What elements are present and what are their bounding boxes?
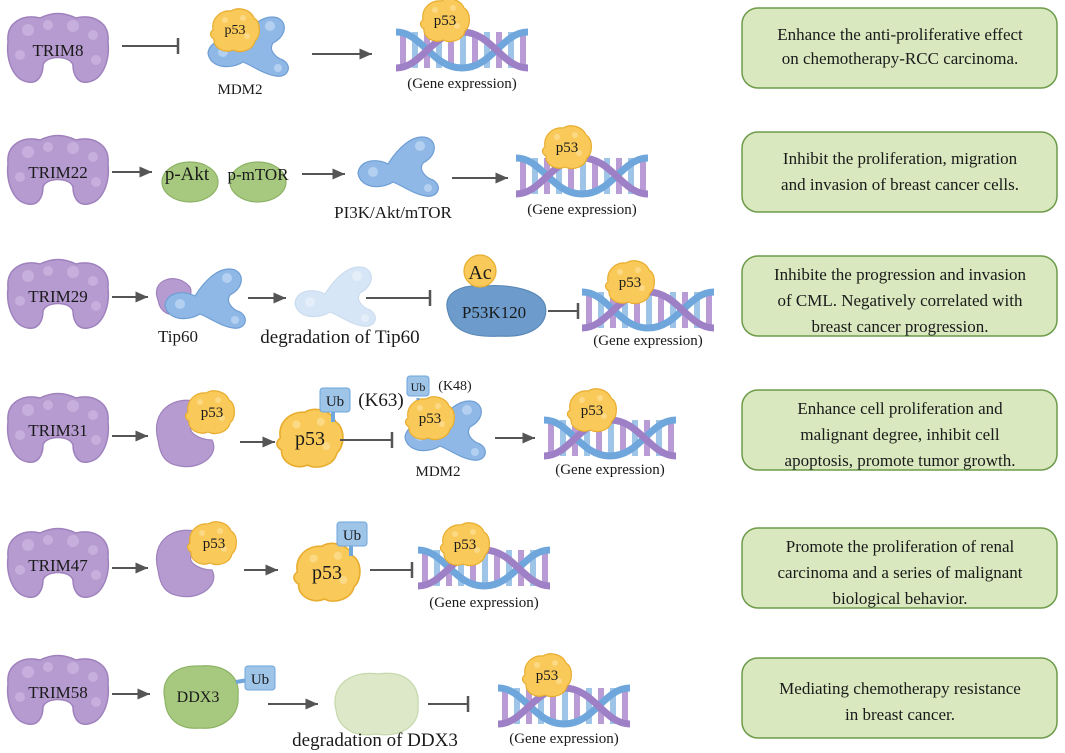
p53-label: p53	[581, 403, 604, 419]
row-trim8: TRIM8 p53 MDM2 p53 (Gene expression) Enh…	[6, 0, 1058, 98]
gene-expression-label: (Gene expression)	[509, 731, 619, 747]
degraded-tip60-icon	[294, 266, 376, 327]
tip60-icon	[164, 268, 246, 329]
gene-expression-label: (Gene expression)	[407, 76, 517, 92]
p-akt-icon	[161, 161, 219, 203]
p-mtor-label: p-mTOR	[227, 165, 289, 184]
k63-label: (K63)	[358, 390, 403, 411]
degradation-label: degradation of Tip60	[260, 327, 419, 348]
effect-line: Enhance the anti-proliferative effect	[777, 25, 1023, 44]
p53-label: p53	[454, 537, 477, 553]
gene-expression-label: (Gene expression)	[593, 333, 703, 349]
p53-label: p53	[203, 536, 226, 552]
degradation-label: degradation of DDX3	[292, 730, 458, 751]
ddx3-label: DDX3	[177, 689, 220, 706]
trim-label: TRIM47	[28, 556, 88, 575]
ddx3-icon	[163, 665, 239, 729]
row-trim29: TRIM29 Tip60 degradation of Tip60 P53K12…	[6, 254, 1058, 349]
p53k120-icon	[446, 285, 547, 337]
row-trim47: TRIM47 p53 p53 Ub p53 (Gene expression) …	[6, 521, 1058, 611]
p53-label: p53	[419, 411, 442, 427]
p53-label: p53	[556, 140, 579, 156]
p53-label: p53	[619, 275, 642, 291]
trim-label: TRIM8	[33, 41, 84, 60]
ubiquitin-icon	[319, 387, 351, 413]
effect-line: Inhibite the progression and invasion	[774, 265, 1027, 284]
p53-label: p53	[225, 23, 246, 38]
ubiquitin-icon	[336, 521, 368, 547]
effect-line: carcinoma and a series of malignant	[778, 563, 1023, 582]
row-trim58: TRIM58 DDX3 Ub degradation of DDX3 p53 (…	[6, 653, 1058, 751]
effect-line: malignant degree, inhibit cell	[800, 425, 999, 444]
ubiquitin-icon	[244, 665, 276, 691]
p53-label: p53	[295, 428, 325, 450]
effect-line: apoptosis, promote tumor growth.	[785, 451, 1016, 470]
ub-label: Ub	[251, 672, 269, 688]
effect-line: Promote the proliferation of renal	[786, 537, 1015, 556]
gene-expression-label: (Gene expression)	[527, 202, 637, 218]
p-akt-label: p-Akt	[165, 164, 210, 185]
mdm2-label: MDM2	[415, 464, 460, 480]
acetyl-icon	[463, 254, 497, 288]
p53-label: p53	[536, 668, 559, 684]
ub-label: Ub	[411, 380, 426, 394]
dna-icon	[498, 688, 630, 724]
p-mtor-icon	[229, 161, 287, 203]
trim-label: TRIM31	[28, 421, 88, 440]
trim-label: TRIM29	[28, 287, 88, 306]
row-trim22: TRIM22 p-Akt p-mTOR PI3K/Akt/mTOR p53 (G…	[6, 125, 1058, 222]
p53k120-label: P53K120	[462, 303, 526, 322]
ac-label: Ac	[468, 262, 491, 284]
effect-line: and invasion of breast cancer cells.	[781, 175, 1019, 194]
ub-label: Ub	[326, 394, 344, 410]
gene-expression-label: (Gene expression)	[429, 595, 539, 611]
effect-line: of CML. Negatively correlated with	[777, 291, 1023, 310]
effect-box	[741, 131, 1058, 213]
row-trim31: TRIM31 p53 p53 Ub (K63) p53 Ub (K48) MDM…	[6, 375, 1058, 480]
trim-label: TRIM22	[28, 163, 88, 182]
mdm2-label: MDM2	[217, 82, 262, 98]
effect-line: biological behavior.	[832, 589, 967, 608]
effect-box	[741, 7, 1058, 89]
pi3k-akt-mtor-icon	[357, 136, 439, 197]
trim-label: TRIM58	[28, 683, 88, 702]
gene-expression-label: (Gene expression)	[555, 462, 665, 478]
p53-label: p53	[312, 562, 342, 584]
k48-label: (K48)	[438, 379, 472, 394]
degraded-ddx3-icon	[334, 672, 419, 736]
p53-label: p53	[201, 405, 224, 421]
effect-line: Enhance cell proliferation and	[797, 399, 1003, 418]
effect-line: on chemotherapy-RCC carcinoma.	[782, 49, 1019, 68]
p53-label: p53	[434, 13, 457, 29]
effect-line: Inhibit the proliferation, migration	[783, 149, 1018, 168]
effect-box	[741, 657, 1058, 739]
ub-label: Ub	[343, 528, 361, 544]
tip60-label: Tip60	[158, 327, 198, 346]
effect-line: in breast cancer.	[845, 705, 955, 724]
effect-line: breast cancer progression.	[811, 317, 988, 336]
pathway-label: PI3K/Akt/mTOR	[334, 203, 452, 222]
ubiquitin-icon	[406, 375, 430, 397]
effect-line: Mediating chemotherapy resistance	[779, 679, 1021, 698]
